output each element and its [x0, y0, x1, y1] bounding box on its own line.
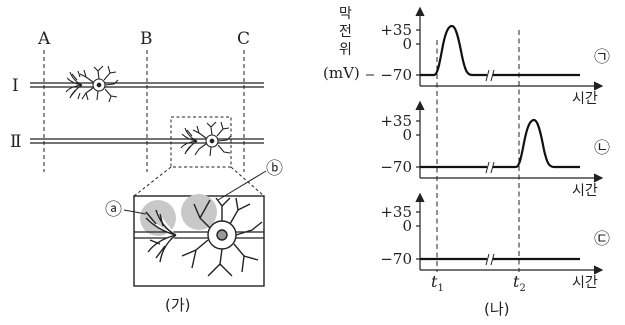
panel-marker-3: ㉢	[594, 229, 610, 248]
xlabel-3: 시간	[572, 275, 598, 291]
t2-subscript: 2	[519, 283, 525, 294]
xlabels: 시간 시간 시간	[572, 91, 598, 291]
break-3	[485, 253, 495, 266]
break-2	[485, 161, 495, 174]
ylabel-char-2: 전	[339, 24, 352, 40]
ylabel: 막 전 위	[339, 6, 352, 58]
unit-label: (mV)	[323, 64, 360, 82]
axis-arrow-x-1	[593, 81, 604, 91]
axis-arrow-x-3	[593, 265, 604, 275]
traces	[420, 24, 580, 261]
column-label-a: A	[37, 29, 51, 49]
time-label-t2: t2	[513, 272, 526, 294]
ylabel-n70-3: −70	[380, 250, 412, 268]
panel-ga	[30, 50, 267, 287]
time-label-t1: t1	[431, 272, 444, 294]
panel-na: 막 전 위 (mV)	[323, 6, 610, 318]
panel-markers: ㉠ ㉡ ㉢	[594, 47, 610, 248]
tick-labels: +35 0 −70 +35 0 −70 +35 0 −70	[380, 21, 412, 268]
caption-ga: (가)	[165, 296, 191, 314]
ylabel-0-3: 0	[402, 217, 412, 235]
break-marks	[485, 69, 495, 266]
caption-na: (나)	[484, 300, 510, 318]
zoom-box	[170, 116, 232, 168]
xlabel-2: 시간	[572, 183, 598, 199]
column-label-b: B	[140, 29, 153, 49]
zoom-line-right	[230, 166, 265, 197]
ylabel-char-1: 막	[339, 6, 352, 22]
time-labels: t1 t2	[431, 272, 526, 294]
panel-marker-2: ㉡	[594, 138, 610, 157]
ylabel-0-2: 0	[402, 126, 412, 144]
ylabel-35-1: +35	[380, 21, 412, 39]
t1-subscript: 1	[437, 283, 443, 294]
column-label-c: C	[237, 29, 250, 49]
nucleus	[216, 229, 228, 241]
row-label-1: Ⅰ	[12, 76, 19, 96]
leader-a	[123, 209, 147, 215]
synapse-icon-1	[65, 65, 119, 103]
axis-arrow-y-3	[415, 192, 425, 203]
enlarged-neuron	[181, 197, 263, 277]
axis-arrow-x-2	[593, 173, 604, 183]
row-label-2: Ⅱ	[10, 132, 22, 152]
zoom-line-left	[133, 166, 172, 197]
ylabel-char-3: 위	[339, 42, 352, 58]
axis-arrow-y-2	[415, 100, 425, 111]
leader-b	[217, 170, 267, 201]
break-1	[485, 69, 495, 82]
ylabel-35-2: +35	[380, 112, 412, 130]
ylabel-0-1: 0	[402, 35, 412, 53]
xlabel-1: 시간	[572, 91, 598, 107]
enlarged-terminal	[145, 209, 177, 263]
ylabel-n70-2: −70	[380, 158, 412, 176]
left-labels: A B C Ⅰ Ⅱ ⓐ ⓑ	[10, 29, 283, 220]
highlight-b	[181, 194, 217, 230]
marker-a: ⓐ	[105, 200, 122, 220]
marker-b: ⓑ	[266, 159, 283, 179]
ylabel-n70-1: −70	[380, 66, 412, 84]
ylabel-35-3: +35	[380, 203, 412, 221]
axes	[415, 6, 604, 275]
synapse-icon-2	[180, 121, 232, 157]
panel-marker-1: ㉠	[594, 47, 610, 66]
trace-1	[420, 24, 580, 77]
trace-2	[420, 118, 580, 169]
axis-arrow-y-1	[415, 6, 425, 17]
